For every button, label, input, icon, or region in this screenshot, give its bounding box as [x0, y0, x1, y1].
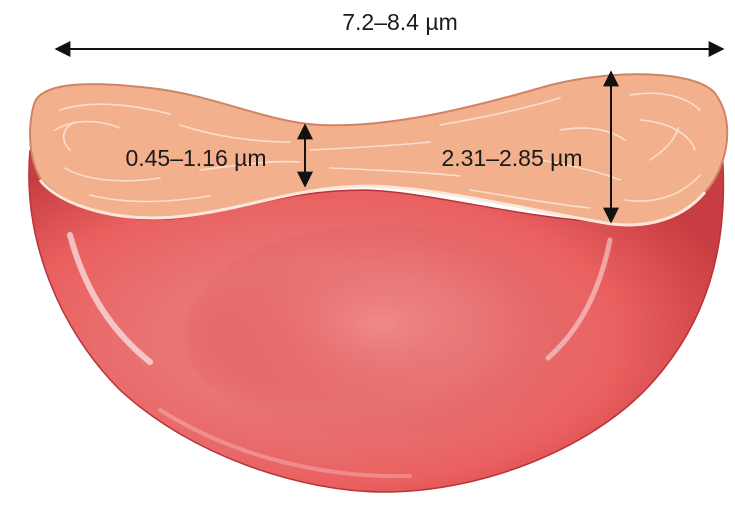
center-thickness-label: 0.45–1.16 µm: [125, 145, 266, 171]
rim-thickness-label: 2.31–2.85 µm: [441, 145, 582, 171]
diameter-label: 7.2–8.4 µm: [342, 9, 458, 35]
cell-dimple: [185, 225, 575, 445]
